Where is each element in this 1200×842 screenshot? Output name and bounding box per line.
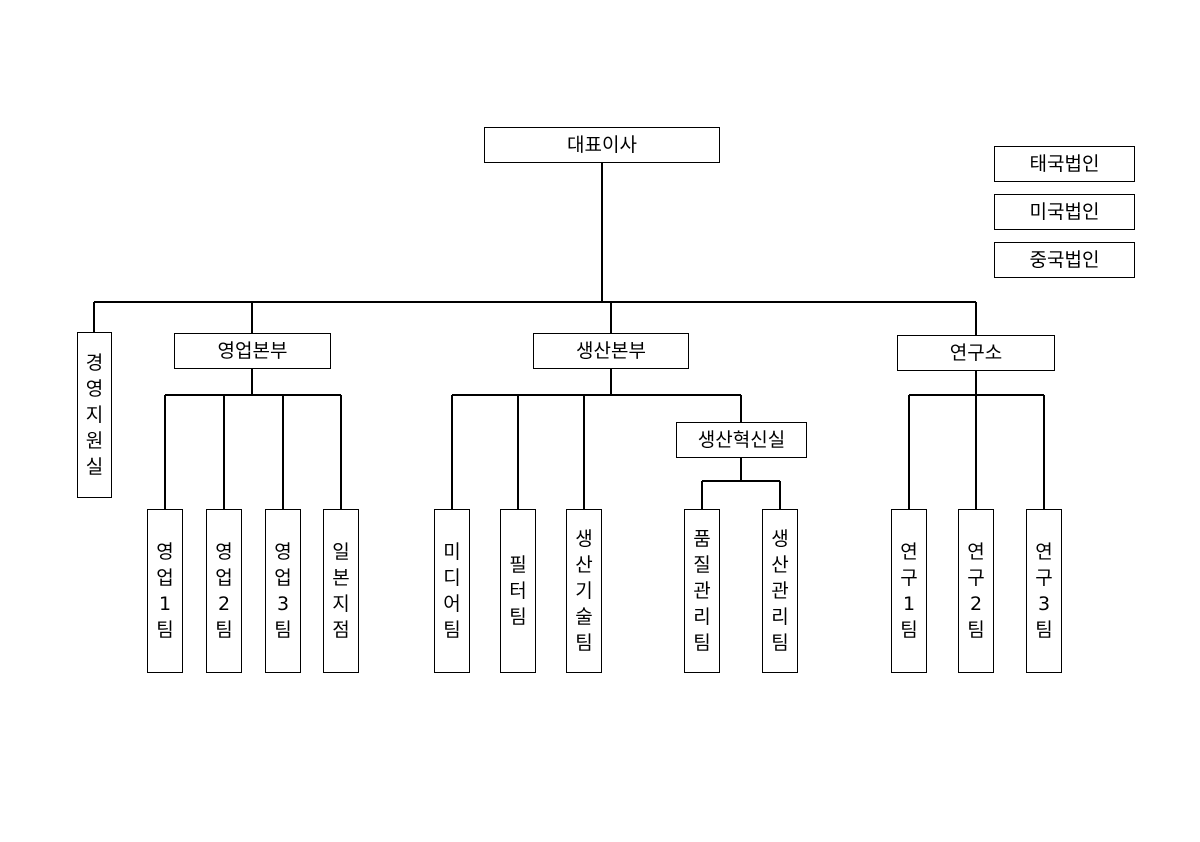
management-support-label: 경영지원실 [85, 352, 104, 478]
management-support-box: 경영지원실 [77, 332, 112, 498]
team-label: 연구2팀 [967, 541, 985, 641]
team-box-research-1: 연구1팀 [891, 509, 927, 673]
production-division-label: 생산본부 [576, 339, 646, 362]
team-label: 영업2팀 [215, 541, 233, 641]
team-box-sales-1: 영업1팀 [147, 509, 183, 673]
team-box-production-tech: 생산기술팀 [566, 509, 602, 673]
team-box-filter: 필터팀 [500, 509, 536, 673]
team-box-sales-2: 영업2팀 [206, 509, 242, 673]
team-box-production-management: 생산관리팀 [762, 509, 798, 673]
team-label: 생산기술팀 [575, 528, 593, 654]
team-label: 연구1팀 [900, 541, 918, 641]
team-label: 연구3팀 [1035, 541, 1053, 641]
sales-division-box: 영업본부 [174, 333, 331, 369]
subsidiary-label: 미국법인 [1029, 200, 1100, 223]
team-box-quality-control: 품질관리팀 [684, 509, 720, 673]
team-label: 생산관리팀 [771, 528, 789, 654]
team-box-japan-branch: 일본지점 [323, 509, 359, 673]
team-label: 미디어팀 [443, 541, 461, 641]
team-label: 영업1팀 [156, 541, 174, 641]
team-label: 품질관리팀 [693, 528, 711, 654]
subsidiary-thailand-box: 태국법인 [994, 146, 1135, 182]
research-institute-label: 연구소 [949, 341, 1003, 364]
team-box-sales-3: 영업3팀 [265, 509, 301, 673]
sales-division-label: 영업본부 [217, 339, 288, 362]
team-label: 영업3팀 [274, 541, 292, 641]
team-label: 일본지점 [332, 541, 350, 641]
subsidiary-usa-box: 미국법인 [994, 194, 1135, 230]
ceo-box: 대표이사 [484, 127, 720, 163]
ceo-label: 대표이사 [567, 133, 637, 156]
subsidiary-china-box: 중국법인 [994, 242, 1135, 278]
subsidiary-label: 중국법인 [1029, 248, 1100, 271]
innovation-office-label: 생산혁신실 [697, 428, 786, 451]
subsidiary-label: 태국법인 [1029, 152, 1100, 175]
team-box-research-3: 연구3팀 [1026, 509, 1062, 673]
team-box-media: 미디어팀 [434, 509, 470, 673]
team-label: 필터팀 [509, 554, 527, 628]
innovation-office-box: 생산혁신실 [676, 422, 807, 458]
team-box-research-2: 연구2팀 [958, 509, 994, 673]
production-division-box: 생산본부 [533, 333, 689, 369]
research-institute-box: 연구소 [897, 335, 1055, 371]
